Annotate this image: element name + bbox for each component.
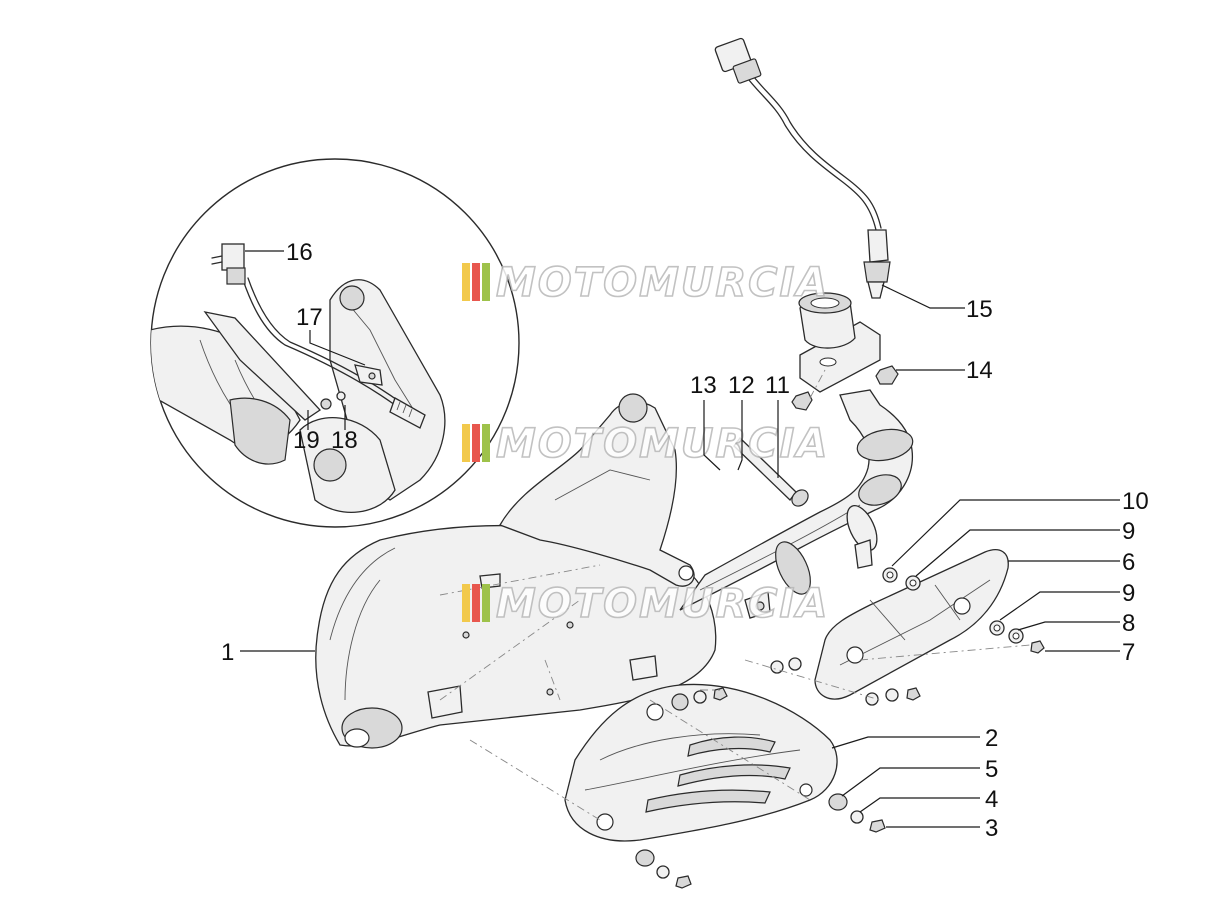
muffler-body bbox=[315, 524, 717, 749]
callout-10: 10 bbox=[1122, 488, 1149, 515]
callout-19: 19 bbox=[293, 427, 320, 454]
callout-1: 1 bbox=[221, 639, 234, 666]
detail-inset bbox=[150, 158, 520, 528]
heat-shield-lower bbox=[564, 683, 838, 842]
watermark-text: MOTOMURCIA bbox=[496, 260, 829, 306]
callout-12: 12 bbox=[728, 372, 755, 399]
callout-9b: 9 bbox=[1122, 580, 1135, 607]
callout-15: 15 bbox=[966, 296, 993, 323]
callout-5: 5 bbox=[985, 756, 998, 783]
callout-3: 3 bbox=[985, 815, 998, 842]
mounting-bracket bbox=[499, 393, 695, 587]
watermark-text: MOTOMURCIA bbox=[496, 421, 829, 467]
watermark-3: MOTOMURCIA bbox=[462, 580, 829, 628]
heat-shield-upper bbox=[814, 549, 1009, 700]
callout-13: 13 bbox=[690, 372, 717, 399]
callout-18: 18 bbox=[331, 427, 358, 454]
callout-14: 14 bbox=[966, 357, 993, 384]
callouts: 1 16 17 19 18 13 12 11 15 14 10 9 6 9 8 … bbox=[221, 239, 1149, 842]
callout-8: 8 bbox=[1122, 610, 1135, 637]
watermark-text: MOTOMURCIA bbox=[496, 581, 829, 627]
watermark-1: MOTOMURCIA bbox=[462, 259, 829, 307]
callout-4: 4 bbox=[985, 786, 998, 813]
callout-11: 11 bbox=[765, 372, 790, 399]
flange-nuts bbox=[791, 365, 899, 411]
callout-16: 16 bbox=[286, 239, 313, 266]
leader-lines bbox=[240, 250, 1120, 828]
exhaust-pipe bbox=[679, 292, 914, 619]
callout-6: 6 bbox=[1122, 549, 1135, 576]
callout-9a: 9 bbox=[1122, 518, 1135, 545]
callout-2: 2 bbox=[985, 725, 998, 752]
watermark-2: MOTOMURCIA bbox=[462, 420, 829, 468]
hardware-parts bbox=[635, 567, 1045, 889]
lambda-sensor bbox=[714, 37, 891, 299]
assembly-lines bbox=[439, 369, 1031, 821]
callout-17: 17 bbox=[296, 304, 323, 331]
callout-7: 7 bbox=[1122, 639, 1135, 666]
bolt-11 bbox=[733, 437, 809, 507]
